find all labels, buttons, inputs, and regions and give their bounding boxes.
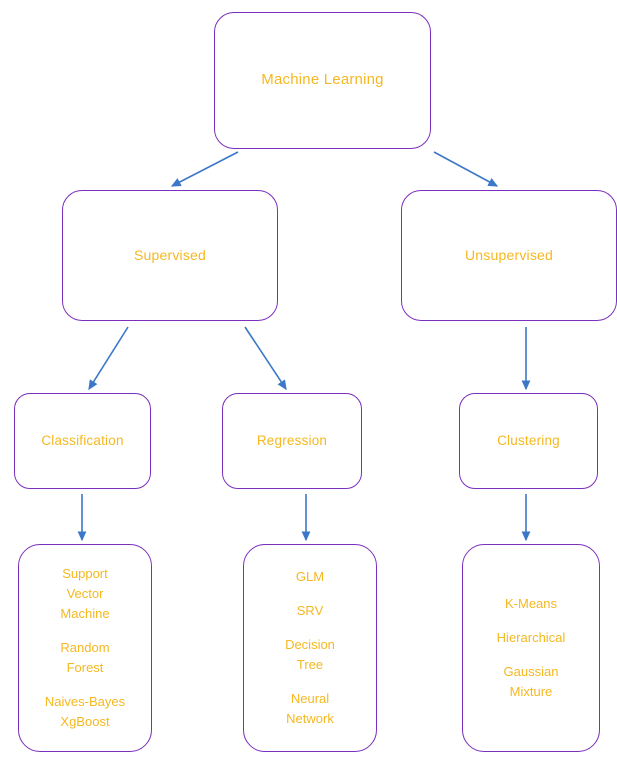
algorithm-label: GLM <box>295 568 325 584</box>
algorithm-label: Gaussian <box>503 664 559 679</box>
algorithm-label: Neural <box>290 691 330 707</box>
algorithm-label: Mixture <box>509 684 553 700</box>
node-classification-label: Classification <box>41 432 124 448</box>
algorithm-label: SRV <box>296 602 324 618</box>
node-clustering-label: Clustering <box>497 432 560 448</box>
node-regression-label: Regression <box>256 432 328 448</box>
edge-supervised-to-classification <box>88 326 129 391</box>
algorithm-label: Decision <box>285 636 335 652</box>
algorithm-group: SRV <box>297 601 324 621</box>
algorithm-group: K-Means <box>505 594 557 614</box>
algorithm-label: XgBoost <box>60 714 110 730</box>
edge-root-to-unsupervised <box>433 151 499 187</box>
node-machine-learning[interactable]: Machine Learning <box>214 12 431 149</box>
algorithm-label: Forest <box>66 660 104 676</box>
algorithm-label: Machine <box>60 605 110 621</box>
node-clustering[interactable]: Clustering <box>459 393 598 489</box>
node-unsupervised-label: Unsupervised <box>465 247 553 264</box>
algorithm-label: Tree <box>296 657 324 672</box>
node-supervised-label: Supervised <box>133 247 207 264</box>
algorithm-label: Naives-Bayes <box>44 694 126 710</box>
edge-supervised-to-regression <box>244 326 287 391</box>
algorithm-group: Hierarchical <box>497 628 566 648</box>
algorithm-group: GLM <box>296 567 324 587</box>
algorithm-label: Hierarchical <box>496 629 566 645</box>
edge-root-to-supervised <box>170 151 239 187</box>
algorithm-label: Network <box>286 711 334 727</box>
algorithm-label: Support <box>62 565 108 581</box>
node-unsupervised[interactable]: Unsupervised <box>401 190 617 321</box>
node-classification[interactable]: Classification <box>14 393 151 489</box>
algorithm-label: K-Means <box>504 595 558 611</box>
algorithm-label: Random <box>60 639 110 655</box>
node-regression[interactable]: Regression <box>222 393 362 489</box>
node-supervised[interactable]: Supervised <box>62 190 278 321</box>
algorithm-label: Vector <box>66 585 104 601</box>
node-machine-learning-label: Machine Learning <box>261 71 384 89</box>
